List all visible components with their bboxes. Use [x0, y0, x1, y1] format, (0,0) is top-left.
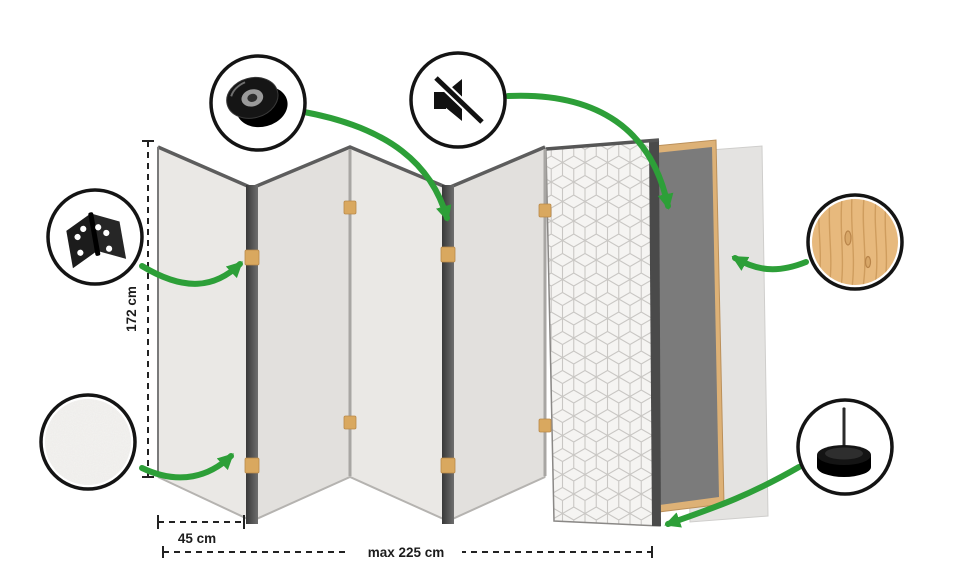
muted-speaker-icon [432, 74, 486, 126]
accordion-panels [157, 145, 552, 524]
felt-pad-icon [817, 407, 871, 477]
arrow-mute [505, 92, 674, 210]
feature-felt-pad [796, 398, 894, 496]
height-dimension [142, 140, 154, 478]
arrow-hinge [139, 261, 243, 287]
feature-hinge [46, 188, 144, 286]
arrow-texture [139, 453, 234, 481]
nonwoven-fabric-icon [45, 399, 131, 485]
max-width-label-bg [350, 543, 462, 561]
hinge-edge [442, 185, 454, 524]
tape-roll-icon [226, 76, 288, 128]
wood-texture-icon [812, 199, 898, 285]
panel-width-dimension [157, 515, 245, 529]
patterned-panel [545, 138, 661, 527]
feature-nonwoven-texture [39, 393, 137, 491]
wooden-hinges [244, 200, 552, 474]
feature-tape [209, 54, 307, 152]
arrow-tape [301, 109, 452, 222]
panel-4 [447, 146, 546, 522]
panel-3 [349, 146, 449, 522]
panel-2 [251, 146, 351, 522]
feature-sound-dampening [409, 51, 507, 149]
height-label: 172 cm [124, 286, 139, 332]
patterned-panel-edge [649, 140, 661, 526]
arrow-pad [664, 464, 802, 528]
panel-1 [157, 146, 253, 522]
callout-arrows [139, 92, 809, 528]
max-width-label: max 225 cm [368, 545, 445, 560]
hinge-edge [246, 185, 258, 524]
hinge-icon [66, 212, 127, 269]
feature-wood [806, 193, 904, 291]
dark-core-panel [646, 147, 719, 506]
panel-width-label: 45 cm [178, 531, 216, 546]
arrow-wood [731, 255, 809, 273]
